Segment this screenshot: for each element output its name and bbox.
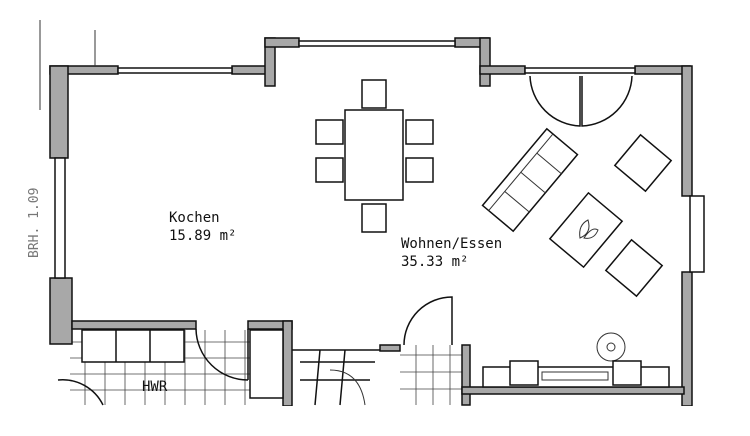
room-name-wohnen: Wohnen/Essen (401, 236, 502, 252)
kitchen-cabinets (81, 329, 284, 399)
room-name-kochen: Kochen (169, 210, 220, 226)
dining-set (315, 79, 434, 233)
staircase (292, 349, 380, 406)
doors (57, 75, 633, 406)
room-name-hwr: HWR (142, 379, 168, 395)
brh-annotation: BRH. 1.09 (27, 188, 42, 258)
bottom-margin (0, 406, 750, 436)
windows (39, 20, 705, 279)
room-area-wohnen: 35.33 m² (401, 254, 468, 270)
living-furniture (481, 127, 673, 388)
room-area-kochen: 15.89 m² (169, 228, 236, 244)
walls (49, 37, 693, 407)
